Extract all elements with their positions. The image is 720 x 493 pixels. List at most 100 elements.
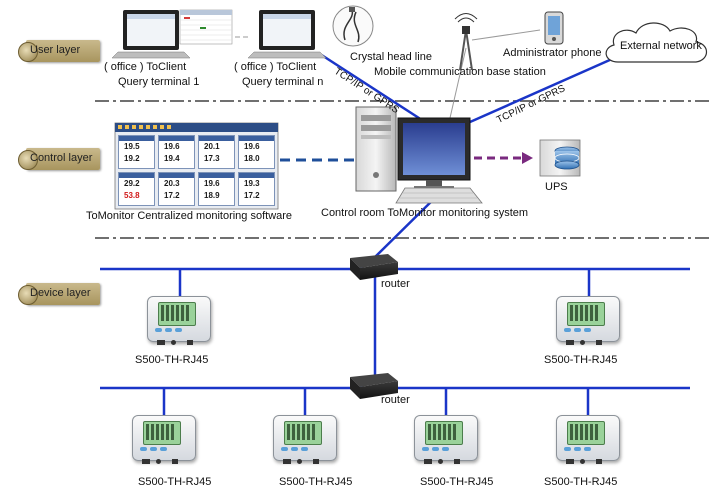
- temperature-humidity-logger: [556, 415, 620, 465]
- logger-port: [596, 459, 602, 464]
- software-reading-value: 17.2: [164, 191, 180, 200]
- ring-icon: [18, 42, 38, 62]
- logger-port: [156, 459, 161, 464]
- layer-label-device: Device layer: [30, 287, 91, 299]
- software-reading-tile: 20.3 17.2: [158, 172, 195, 206]
- query-terminal-1-laptop: [111, 9, 233, 59]
- keyboard-keys: [400, 192, 477, 199]
- logger-button: [155, 328, 162, 332]
- query-terminal-n-laptop: [247, 10, 327, 59]
- logger-button: [442, 447, 449, 451]
- control-room-monitor: [397, 117, 471, 190]
- logger-digits: [570, 305, 600, 321]
- software-reading-value: 19.6: [204, 179, 220, 188]
- keyboard: [395, 187, 483, 204]
- software-reading-value: 17.3: [204, 154, 220, 163]
- logger-button: [150, 447, 157, 451]
- logger-button: [165, 328, 172, 332]
- ups-arrowhead: [522, 152, 533, 164]
- external-network-label: External network: [620, 40, 702, 52]
- admin-phone-label: Administrator phone: [503, 47, 602, 59]
- logger-port: [187, 340, 193, 345]
- logger-button: [584, 328, 591, 332]
- software-reading-value: 19.5: [124, 142, 140, 151]
- layer-tag-user: User layer: [18, 38, 100, 64]
- logger-button: [281, 447, 288, 451]
- software-reading-value: 53.8: [124, 191, 140, 200]
- logger-digits: [146, 424, 176, 440]
- terminal-n-name-label: Query terminal n: [242, 76, 324, 88]
- device-model-label: S500-TH-RJ45: [138, 476, 212, 488]
- logger-port: [580, 340, 585, 345]
- temperature-humidity-logger: [556, 296, 620, 346]
- external-network-cloud: [605, 22, 708, 63]
- software-caption: ToMonitor Centralized monitoring softwar…: [86, 210, 293, 222]
- logger-port: [283, 459, 291, 464]
- logger-button: [291, 447, 298, 451]
- software-reading-tile: 29.2 53.8: [118, 172, 155, 206]
- ring-icon: [18, 150, 38, 170]
- logger-button: [574, 447, 581, 451]
- ring-icon: [18, 285, 38, 305]
- logger-digits: [161, 305, 191, 321]
- software-reading-value: 19.3: [244, 179, 260, 188]
- logger-port: [438, 459, 443, 464]
- administrator-phone-icon: [544, 11, 564, 45]
- software-reading-value: 20.3: [164, 179, 180, 188]
- temperature-humidity-logger: [414, 415, 478, 465]
- control-room-tower-pc: [355, 106, 397, 192]
- terminal-1-name-label: Query terminal 1: [118, 76, 200, 88]
- software-reading-value: 18.0: [244, 154, 260, 163]
- logger-button: [422, 447, 429, 451]
- router-1-label: router: [381, 278, 410, 290]
- network-links: [100, 52, 690, 418]
- device-model-label: S500-TH-RJ45: [135, 354, 209, 366]
- layer-label-user: User layer: [30, 44, 81, 56]
- software-reading-value: 19.2: [124, 154, 140, 163]
- logger-port: [142, 459, 150, 464]
- device-model-label: S500-TH-RJ45: [420, 476, 494, 488]
- logger-port: [596, 340, 602, 345]
- crystal-head-cable-icon: [332, 5, 374, 47]
- logger-port: [424, 459, 432, 464]
- logger-digits: [570, 424, 600, 440]
- logger-port: [566, 340, 574, 345]
- logger-port: [313, 459, 319, 464]
- layer-tag-device: Device layer: [18, 281, 100, 307]
- ups-label: UPS: [545, 181, 568, 193]
- base-station-label: Mobile communication base station: [374, 66, 546, 78]
- device-model-label: S500-TH-RJ45: [544, 476, 618, 488]
- software-reading-value: 19.6: [164, 142, 180, 151]
- logger-digits: [287, 424, 317, 440]
- system-caption: Control room ToMonitor monitoring system: [321, 207, 529, 219]
- terminal-n-client-label: ( office ) ToClient: [234, 61, 317, 73]
- logger-button: [584, 447, 591, 451]
- logger-port: [172, 459, 178, 464]
- logger-button: [564, 447, 571, 451]
- logger-port: [297, 459, 302, 464]
- logger-port: [171, 340, 176, 345]
- crystal-head-line-label: Crystal head line: [350, 51, 432, 63]
- software-reading-value: 29.2: [124, 179, 140, 188]
- temperature-humidity-logger: [132, 415, 196, 465]
- device-model-label: S500-TH-RJ45: [544, 354, 618, 366]
- logger-button: [140, 447, 147, 451]
- software-reading-tile: 19.3 17.2: [238, 172, 275, 206]
- logger-port: [454, 459, 460, 464]
- software-reading-tile: 19.5 19.2: [118, 135, 155, 169]
- software-reading-value: 17.2: [244, 191, 260, 200]
- logger-port: [566, 459, 574, 464]
- router-1-device: [350, 254, 398, 280]
- ups-unit: [539, 139, 581, 177]
- layer-label-control: Control layer: [30, 152, 93, 164]
- terminal-1-client-label: ( office ) ToClient: [104, 61, 187, 73]
- logger-button: [160, 447, 167, 451]
- logger-button: [432, 447, 439, 451]
